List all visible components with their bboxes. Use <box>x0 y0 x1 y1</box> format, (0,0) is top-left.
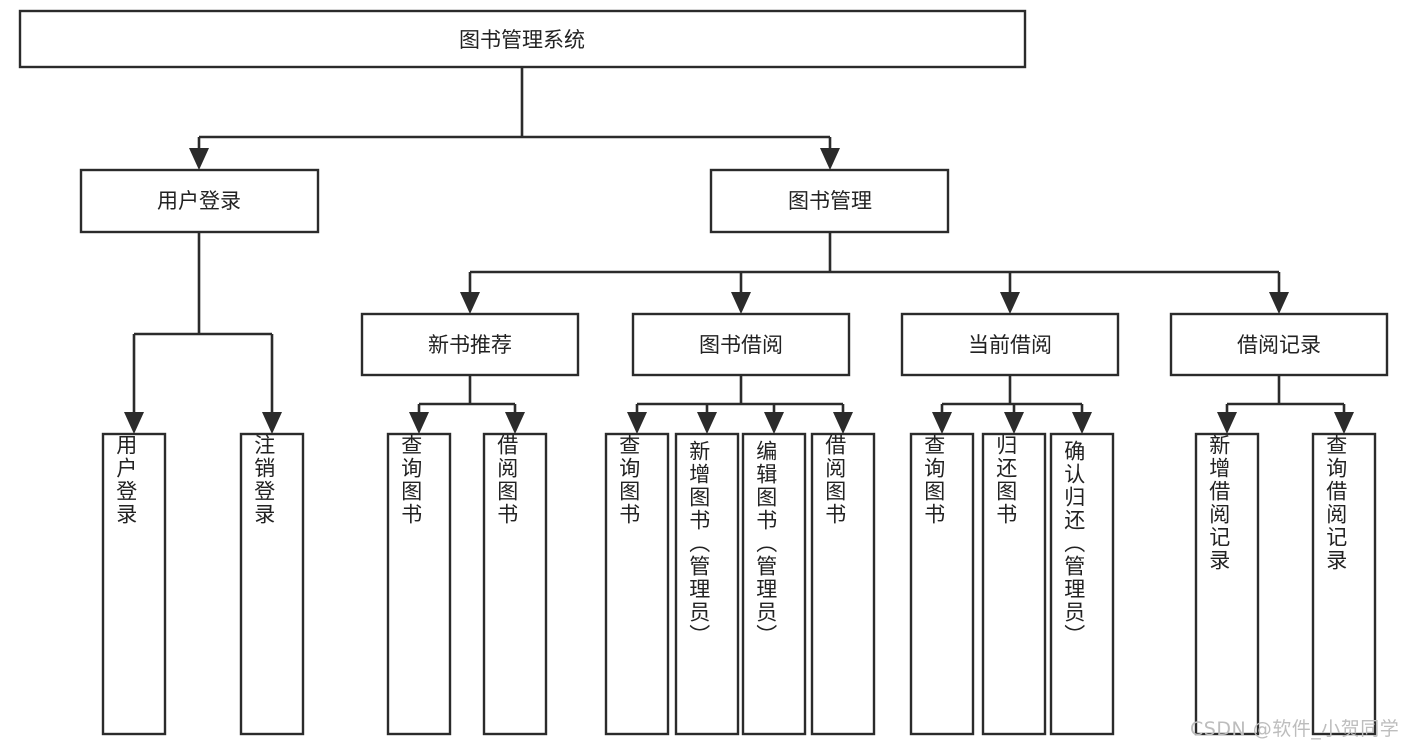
arrowhead-to-leaf-logout <box>262 412 282 434</box>
node-label-new-book-recommend: 新书推荐 <box>428 333 512 357</box>
arrowhead-to-book-manage <box>820 148 840 170</box>
node-box-leaf-query-book-borrow[interactable] <box>604 432 670 736</box>
connector-group <box>124 67 1354 434</box>
arrowhead-to-leaf-query-book-new <box>409 412 429 434</box>
node-box-leaf-logout[interactable] <box>239 432 305 736</box>
arrowhead-to-book-borrow <box>731 292 751 314</box>
node-label-book-borrow: 图书借阅 <box>699 333 783 357</box>
node-box-leaf-add-book-admin[interactable] <box>674 432 740 736</box>
node-box-leaf-query-book-new[interactable] <box>386 432 452 736</box>
arrowhead-to-user-login <box>189 148 209 170</box>
connector-new-book-recommend-bus <box>417 375 517 422</box>
node-box-leaf-confirm-return-admin[interactable] <box>1049 432 1115 736</box>
node-group: 图书管理系统 用户登录 图书管理 新书推荐 图书借阅 当前借阅 借阅记录 <box>18 9 1389 736</box>
arrowhead-to-new-book-recommend <box>460 292 480 314</box>
node-box-leaf-add-borrow-record[interactable] <box>1194 432 1260 736</box>
node-box-user-login[interactable] <box>79 168 320 234</box>
node-label-current-borrow: 当前借阅 <box>968 333 1052 357</box>
csdn-watermark: CSDN @软件_小贺同学 <box>1190 718 1400 740</box>
node-label-user-login: 用户登录 <box>157 189 241 213</box>
node-box-leaf-query-book-current[interactable] <box>909 432 975 736</box>
arrowhead-to-leaf-borrow-book <box>833 412 853 434</box>
node-label-book-manage: 图书管理 <box>788 189 872 213</box>
node-box-borrow-record[interactable] <box>1169 312 1389 377</box>
arrowhead-to-current-borrow <box>1000 292 1020 314</box>
arrowhead-to-leaf-add-book-admin <box>697 412 717 434</box>
arrowhead-to-leaf-query-borrow-record <box>1334 412 1354 434</box>
node-box-leaf-borrow-book[interactable] <box>810 432 876 736</box>
arrowhead-to-leaf-query-book-current <box>932 412 952 434</box>
node-box-book-borrow[interactable] <box>631 312 851 377</box>
node-box-leaf-user-login[interactable] <box>101 432 167 736</box>
arrowhead-to-leaf-return-book <box>1004 412 1024 434</box>
arrowhead-to-leaf-add-borrow-record <box>1217 412 1237 434</box>
connector-user-login-bus <box>132 232 274 422</box>
node-label-borrow-record: 借阅记录 <box>1237 333 1321 357</box>
node-box-leaf-borrow-book-new[interactable] <box>482 432 548 736</box>
arrowhead-to-leaf-confirm-return-admin <box>1072 412 1092 434</box>
node-box-current-borrow[interactable] <box>900 312 1120 377</box>
node-box-new-book-recommend[interactable] <box>360 312 580 377</box>
connector-book-manage-bus <box>468 232 1281 302</box>
node-label-root: 图书管理系统 <box>459 28 585 52</box>
node-box-book-manage[interactable] <box>709 168 950 234</box>
arrowhead-to-leaf-borrow-book-new <box>505 412 525 434</box>
node-box-leaf-edit-book-admin[interactable] <box>741 432 807 736</box>
connector-book-borrow-bus <box>635 375 845 422</box>
node-box-leaf-return-book[interactable] <box>981 432 1047 736</box>
arrowhead-to-leaf-user-login <box>124 412 144 434</box>
arrowhead-to-borrow-record <box>1269 292 1289 314</box>
connector-borrow-record-bus <box>1225 375 1346 422</box>
arrowhead-to-leaf-query-book-borrow <box>627 412 647 434</box>
node-box-leaf-query-borrow-record[interactable] <box>1311 432 1377 736</box>
connector-root-to-level1 <box>197 67 832 158</box>
node-box-root[interactable] <box>18 9 1027 69</box>
arrowhead-to-leaf-edit-book-admin <box>764 412 784 434</box>
